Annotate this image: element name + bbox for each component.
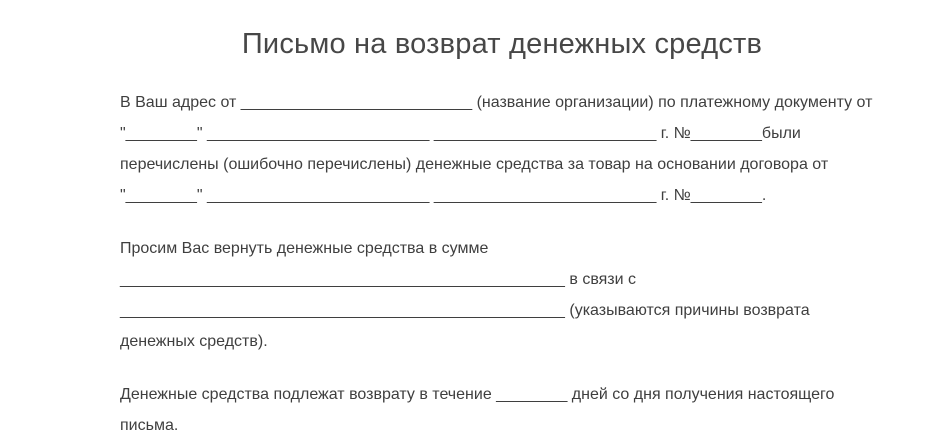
paragraph-payment-details: В Ваш адрес от _________________________… <box>120 94 873 204</box>
page-title: Письмо на возврат денежных средств <box>241 28 763 60</box>
paragraph-refund-term: Денежные средства подлежат возврату в те… <box>120 386 835 434</box>
paragraph-refund-request: Просим Вас вернуть денежные средства в с… <box>120 240 810 350</box>
